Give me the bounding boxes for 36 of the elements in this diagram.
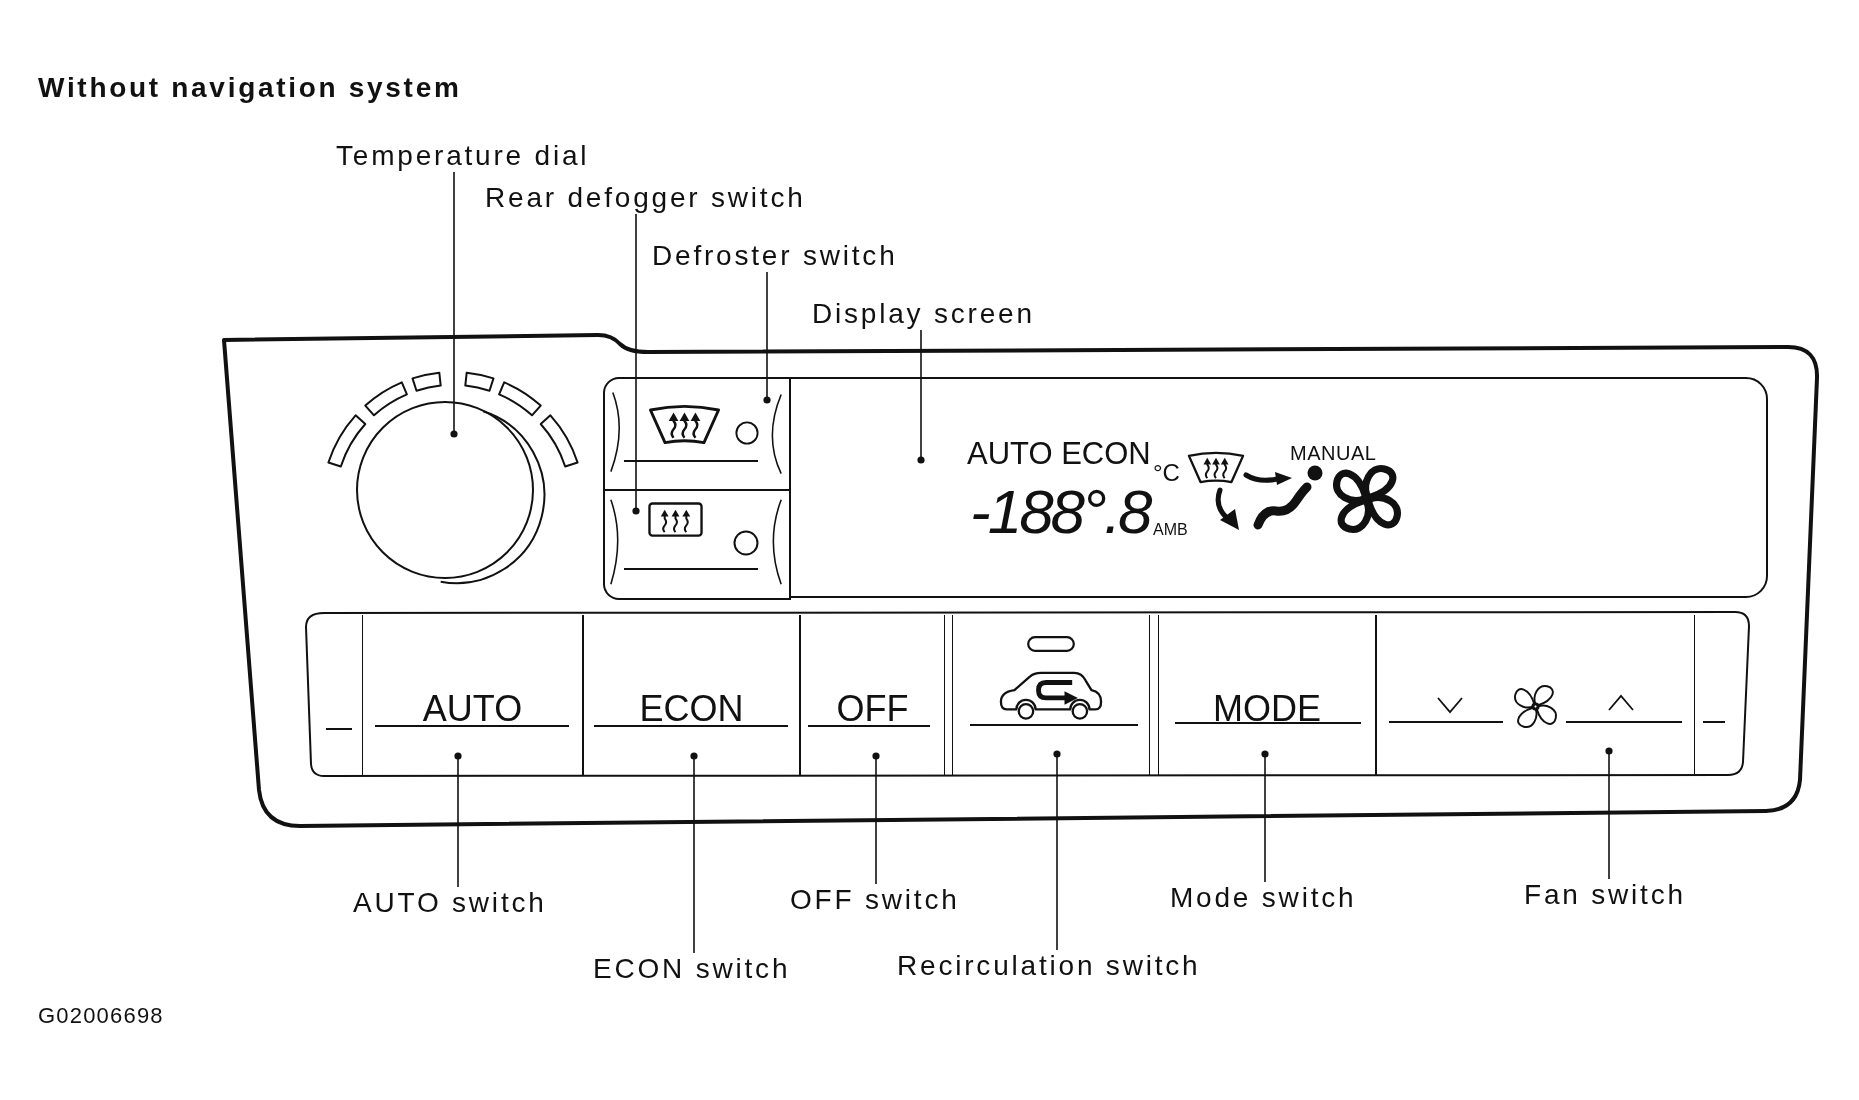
callout-label: ECON switch (593, 953, 791, 985)
callout-label: AUTO switch (353, 887, 547, 919)
lcd-unit-text: °C (1153, 461, 1180, 485)
lcd-indicator-text: AMB (1153, 522, 1188, 538)
callout-label: Fan switch (1524, 879, 1686, 911)
callout-label: Rear defogger switch (485, 182, 806, 214)
leader-line (1261, 750, 1269, 883)
lcd-temperature-readout: -188°.8 (970, 481, 1150, 543)
rear-defogger-button (603, 490, 791, 600)
callout-label: Temperature dial (336, 140, 590, 172)
leader-line (917, 329, 925, 464)
callout-label: Recirculation switch (897, 950, 1201, 982)
figure-code: G02006698 (38, 1003, 164, 1029)
leader-line (763, 271, 771, 404)
push-button: ECON (583, 615, 800, 775)
lcd-display-screen (789, 377, 1768, 598)
leader-line (450, 171, 458, 438)
push-button: MODE (1158, 615, 1376, 775)
recirculation-button (952, 615, 1150, 775)
callout-label: OFF switch (790, 884, 960, 916)
leader-line (632, 213, 640, 515)
lcd-indicator-text: MANUAL (1290, 443, 1377, 463)
lcd-indicator-text: AUTO ECON (967, 438, 1151, 469)
callout-label: Defroster switch (652, 240, 898, 272)
push-button: OFF (800, 615, 945, 775)
diagram-title: Without navigation system (38, 72, 462, 104)
callout-label: Display screen (812, 298, 1035, 330)
leader-line (454, 752, 462, 888)
push-button: AUTO (362, 615, 583, 775)
callout-label: Mode switch (1170, 882, 1357, 914)
defroster-button (603, 377, 791, 491)
leader-line (1605, 747, 1613, 880)
leader-line (872, 752, 880, 885)
leader-line (1053, 750, 1061, 951)
leader-line (690, 752, 698, 954)
fan-speed-button (1376, 615, 1695, 775)
